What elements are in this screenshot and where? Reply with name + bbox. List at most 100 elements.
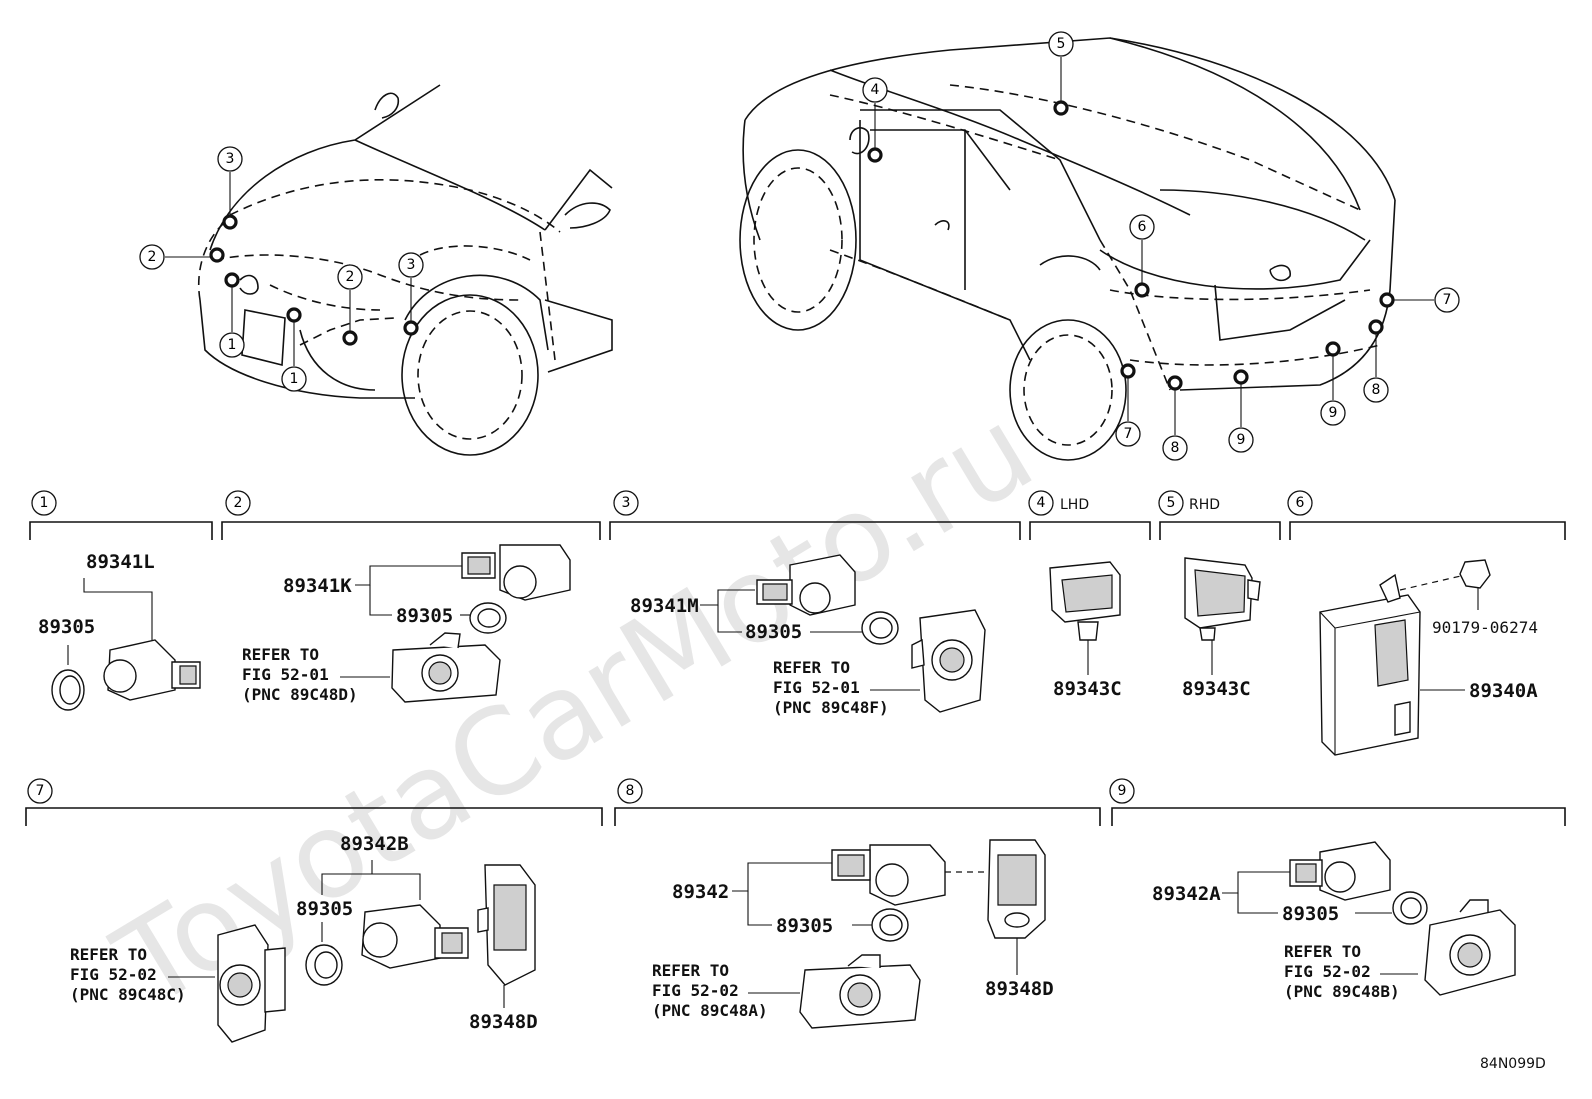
section-1-marker: 1 bbox=[31, 490, 57, 516]
s2-part-89305: 89305 bbox=[396, 605, 453, 627]
svg-text:5: 5 bbox=[1167, 495, 1176, 511]
rear-callout-8a: 8 bbox=[1363, 377, 1389, 403]
front-callout-3b: 3 bbox=[398, 252, 424, 278]
svg-text:9: 9 bbox=[1118, 783, 1127, 799]
s8-refer-line1: REFER TO bbox=[652, 961, 729, 980]
s8-part-89342: 89342 bbox=[672, 881, 729, 903]
s8-refer-line2: FIG 52-02 bbox=[652, 981, 739, 1000]
rear-callout-5: 5 bbox=[1048, 31, 1074, 57]
svg-text:7: 7 bbox=[1443, 292, 1452, 308]
s7-refer-line3: (PNC 89C48C) bbox=[70, 985, 186, 1004]
rear-callout-7b: 7 bbox=[1115, 421, 1141, 447]
s3-refer-line3: (PNC 89C48F) bbox=[773, 698, 889, 717]
s3-refer-line1: REFER TO bbox=[773, 658, 850, 677]
s7-bracket-drawing bbox=[477, 864, 536, 986]
s9-refer-line3: (PNC 89C48B) bbox=[1284, 982, 1400, 1001]
s2-part-89341K: 89341K bbox=[283, 575, 352, 597]
s9-refer-line2: FIG 52-02 bbox=[1284, 962, 1371, 981]
section-8-marker: 8 bbox=[617, 778, 643, 804]
svg-text:8: 8 bbox=[626, 783, 635, 799]
svg-text:6: 6 bbox=[1138, 219, 1147, 235]
s9-refer-line1: REFER TO bbox=[1284, 942, 1361, 961]
s3-part-89305: 89305 bbox=[745, 621, 802, 643]
svg-text:1: 1 bbox=[40, 495, 49, 511]
s1-sensor-drawing bbox=[103, 639, 201, 701]
front-callout-2a: 2 bbox=[139, 244, 165, 270]
s2-refer-line2: FIG 52-01 bbox=[242, 665, 329, 684]
section-5-rhd-label: RHD bbox=[1189, 497, 1220, 513]
svg-text:1: 1 bbox=[228, 337, 237, 353]
s4-part-89343C: 89343C bbox=[1053, 678, 1122, 700]
s5-module-drawing bbox=[1184, 557, 1261, 641]
section-9-marker: 9 bbox=[1109, 778, 1135, 804]
s7-part-89348D: 89348D bbox=[469, 1011, 538, 1033]
s6-part-90179-06274: 90179-06274 bbox=[1432, 618, 1538, 637]
s2-sensor-drawing bbox=[461, 544, 571, 601]
s7-bezel-drawing bbox=[217, 924, 286, 1043]
s1-part-89305: 89305 bbox=[38, 616, 95, 638]
front-callout-2b: 2 bbox=[337, 264, 363, 290]
svg-text:8: 8 bbox=[1171, 440, 1180, 456]
s4-module-drawing bbox=[1049, 561, 1121, 641]
s8-sensor-drawing bbox=[831, 844, 946, 906]
section-brackets bbox=[25, 521, 1566, 826]
s1-part-89341L: 89341L bbox=[86, 551, 155, 573]
s8-refer-line3: (PNC 89C48A) bbox=[652, 1001, 768, 1020]
svg-text:9: 9 bbox=[1329, 405, 1338, 421]
s9-sensor-drawing bbox=[1289, 841, 1391, 901]
s9-part-89305: 89305 bbox=[1282, 903, 1339, 925]
s6-ecu-drawing bbox=[1319, 573, 1421, 756]
s9-ring-drawing bbox=[1392, 891, 1428, 925]
section-4-marker: 4 bbox=[1028, 490, 1054, 516]
front-callout-1a: 1 bbox=[219, 332, 245, 358]
s8-part-89348D: 89348D bbox=[985, 978, 1054, 1000]
s2-refer-line3: (PNC 89C48D) bbox=[242, 685, 358, 704]
svg-text:9: 9 bbox=[1237, 432, 1246, 448]
s2-bezel-drawing bbox=[391, 632, 501, 703]
s6-clip-drawing bbox=[1459, 559, 1491, 589]
section-3-marker: 3 bbox=[613, 490, 639, 516]
svg-text:7: 7 bbox=[1124, 426, 1133, 442]
s8-ring-drawing bbox=[871, 908, 909, 942]
s3-ring-drawing bbox=[861, 611, 899, 645]
svg-text:3: 3 bbox=[622, 495, 631, 511]
s6-part-89340A: 89340A bbox=[1469, 680, 1538, 702]
s9-part-89342A: 89342A bbox=[1152, 883, 1221, 905]
s3-bezel-drawing bbox=[911, 609, 986, 713]
s7-sensor-drawing bbox=[361, 904, 469, 969]
svg-text:6: 6 bbox=[1296, 495, 1305, 511]
svg-text:5: 5 bbox=[1057, 36, 1066, 52]
svg-text:1: 1 bbox=[290, 371, 299, 387]
s7-refer-line1: REFER TO bbox=[70, 945, 147, 964]
s7-ring-drawing bbox=[305, 944, 343, 986]
diagram-code: 84N099D bbox=[1480, 1056, 1546, 1072]
svg-text:7: 7 bbox=[36, 783, 45, 799]
svg-text:3: 3 bbox=[226, 151, 235, 167]
section-7-marker: 7 bbox=[27, 778, 53, 804]
s8-part-89305: 89305 bbox=[776, 915, 833, 937]
section-4-lhd-label: LHD bbox=[1060, 497, 1089, 513]
svg-text:3: 3 bbox=[407, 257, 416, 273]
s3-part-89341M: 89341M bbox=[630, 595, 699, 617]
svg-text:2: 2 bbox=[234, 495, 243, 511]
svg-text:8: 8 bbox=[1372, 382, 1381, 398]
s7-part-89342B: 89342B bbox=[340, 833, 409, 855]
s1-ring-drawing bbox=[51, 669, 85, 711]
rear-callout-6: 6 bbox=[1129, 214, 1155, 240]
s7-refer-line2: FIG 52-02 bbox=[70, 965, 157, 984]
s5-part-89343C: 89343C bbox=[1182, 678, 1251, 700]
s8-bracket-drawing bbox=[987, 839, 1046, 939]
rear-vehicle-illustration bbox=[739, 37, 1396, 461]
section-5-marker: 5 bbox=[1158, 490, 1184, 516]
front-callout-1b: 1 bbox=[281, 366, 307, 392]
s2-ring-drawing bbox=[469, 602, 507, 634]
s7-part-89305: 89305 bbox=[296, 898, 353, 920]
rear-callout-4: 4 bbox=[862, 77, 888, 103]
svg-text:2: 2 bbox=[148, 249, 157, 265]
s8-bezel-drawing bbox=[799, 954, 921, 1029]
section-6-marker: 6 bbox=[1287, 490, 1313, 516]
section-2-marker: 2 bbox=[225, 490, 251, 516]
svg-text:4: 4 bbox=[871, 82, 880, 98]
rear-callout-9a: 9 bbox=[1320, 400, 1346, 426]
